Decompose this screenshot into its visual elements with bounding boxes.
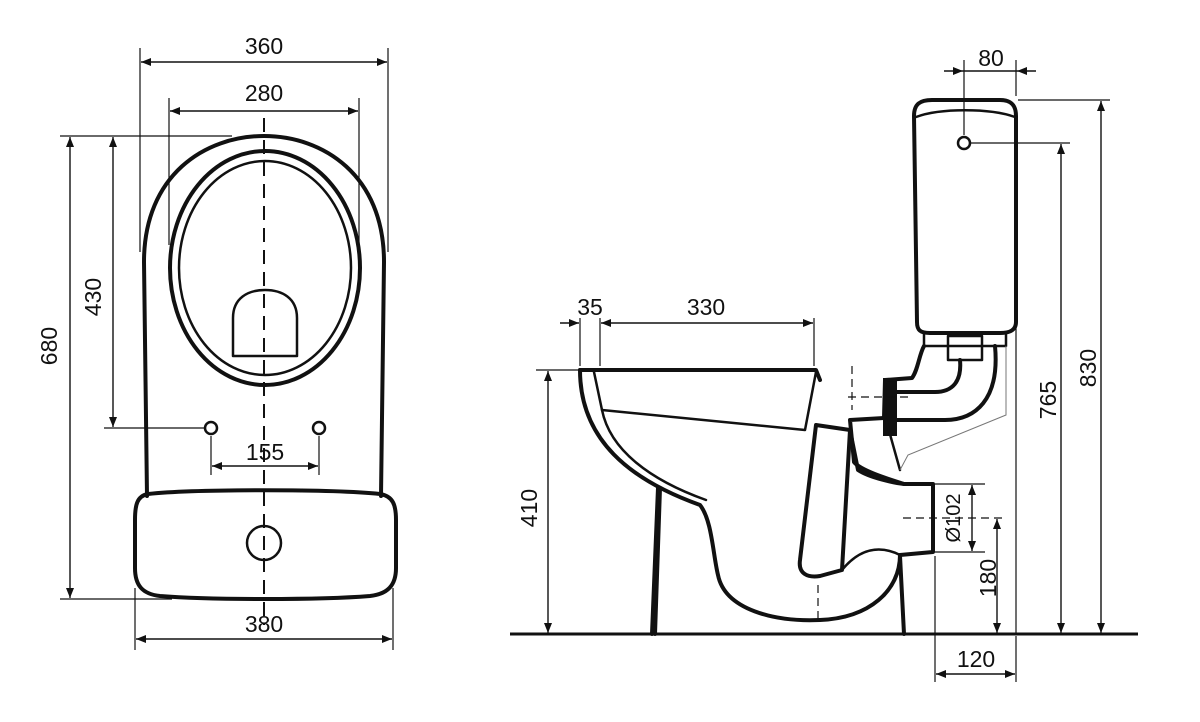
fixing-hole-right [311,420,327,436]
dim-overall-width: 360 [139,33,389,252]
dim-rim-offset: 35 [560,294,603,366]
cistern-flange [922,331,1008,348]
label-bowl-height: 410 [516,489,542,527]
dim-outlet-diameter: Ø102 [935,483,985,553]
label-overall-length: 680 [36,327,62,365]
label-total-height: 830 [1075,349,1101,387]
dim-outlet-height: 180 [975,519,1001,633]
label-inlet-height: 765 [1035,381,1061,419]
pedestal-front [653,486,662,636]
dim-hole-spacing: 155 [210,436,320,475]
fixing-hole-left [203,420,219,436]
pedestal-front-2 [650,486,660,636]
dim-outlet-depth: 120 [934,556,1017,682]
seat-ring-inner [177,159,353,377]
dim-total-height: 830 [1018,99,1110,633]
dim-bowl-height: 410 [516,369,578,633]
label-bowl-length: 330 [687,294,725,320]
label-hole-offset: 430 [80,278,106,316]
flush-pipe-outer [891,344,998,422]
top-view: 360 280 680 430 155 [36,33,398,650]
label-overall-width: 360 [245,33,283,59]
dim-seat-width: 280 [168,80,360,245]
dim-hole-offset: 430 [80,137,204,429]
label-outlet-height: 180 [975,559,1001,597]
label-seat-width: 280 [245,80,283,106]
outlet-horn [840,548,902,572]
dim-inlet-height: 765 [971,142,1070,633]
dim-overall-length: 680 [36,135,232,600]
label-outlet-depth: 120 [957,646,995,672]
bowl-inner-rim [592,370,818,432]
label-rim-offset: 35 [577,294,603,320]
support-bracket [899,346,1007,471]
label-hole-spacing: 155 [246,439,284,465]
flush-valve-block [946,334,984,362]
bowl-rim-top [578,368,822,382]
flush-pipe-inner [891,358,963,394]
trapway-web [848,428,906,486]
label-inlet-offset: 80 [978,45,1004,71]
dim-bowl-length: 330 [601,294,815,366]
rear-brace [884,418,902,472]
label-cistern-width: 380 [245,611,283,637]
dim-inlet-offset: 80 [944,45,1036,135]
side-view: 35 330 410 Ø102 180 [510,45,1138,682]
cistern-side [912,98,1018,335]
drain-opening [231,288,299,358]
label-outlet-diameter: Ø102 [943,494,965,543]
bowl-side-outline [578,344,935,623]
inlet-hole [956,135,972,151]
cistern-lid-seam [914,109,1017,119]
bowl-inner-wall [600,408,708,502]
dim-cistern-width: 380 [134,588,394,650]
cistern-top [133,488,398,601]
trapway [797,423,852,579]
pedestal-rear [898,554,906,636]
bowl-outline [142,134,386,498]
